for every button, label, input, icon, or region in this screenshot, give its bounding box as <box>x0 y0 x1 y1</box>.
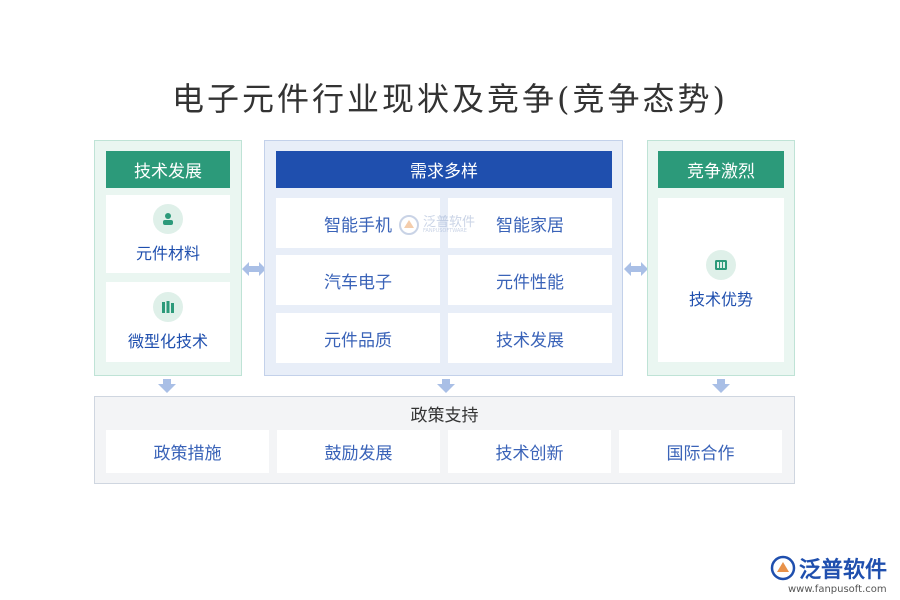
double-arrow-right-icon <box>624 262 648 276</box>
demand-cell: 技术发展 <box>448 313 612 363</box>
tech-development-header: 技术发展 <box>106 151 230 188</box>
film-strip-icon <box>706 250 736 280</box>
demand-cell: 智能手机 <box>276 198 440 248</box>
brand-logo-text: 泛普软件 <box>799 558 888 583</box>
down-arrow-icon <box>158 379 176 393</box>
policy-cell: 政策措施 <box>106 430 269 473</box>
policy-cell: 国际合作 <box>619 430 782 473</box>
policy-header: 政策支持 <box>410 406 479 426</box>
miniaturization-label: 微型化技术 <box>127 332 208 351</box>
demand-cell: 汽车电子 <box>276 255 440 305</box>
fanpu-logo-icon <box>770 555 796 581</box>
user-badge-icon <box>153 204 183 234</box>
diagram-title: 电子元件行业现状及竞争(竞争态势) <box>172 80 728 118</box>
watermark: 泛普软件 FANPUSOFTWARE <box>398 210 498 240</box>
competition-header: 竞争激烈 <box>658 151 784 188</box>
material-label: 元件材料 <box>135 244 200 263</box>
double-arrow-left-icon <box>242 262 266 276</box>
fanpu-logo-icon <box>399 215 419 235</box>
demand-cell: 元件性能 <box>448 255 612 305</box>
tech-advantage-label: 技术优势 <box>688 290 753 309</box>
watermark-sub: FANPUSOFTWARE <box>423 228 467 234</box>
demand-cell: 智能家居 <box>448 198 612 248</box>
material-card: 元件材料 <box>106 195 230 273</box>
policy-cell: 技术创新 <box>448 430 611 473</box>
brand-logo: 泛普软件 www.fanpusoft.com <box>770 552 895 596</box>
down-arrow-icon <box>712 379 730 393</box>
policy-cell: 鼓励发展 <box>277 430 440 473</box>
down-arrow-icon <box>437 379 455 393</box>
demand-header: 需求多样 <box>276 151 612 188</box>
demand-cell: 元件品质 <box>276 313 440 363</box>
watermark-text: 泛普软件 <box>423 215 476 230</box>
books-icon <box>153 292 183 322</box>
tech-advantage-card: 技术优势 <box>658 198 784 362</box>
brand-url: www.fanpusoft.com <box>788 584 887 595</box>
miniaturization-card: 微型化技术 <box>106 282 230 362</box>
